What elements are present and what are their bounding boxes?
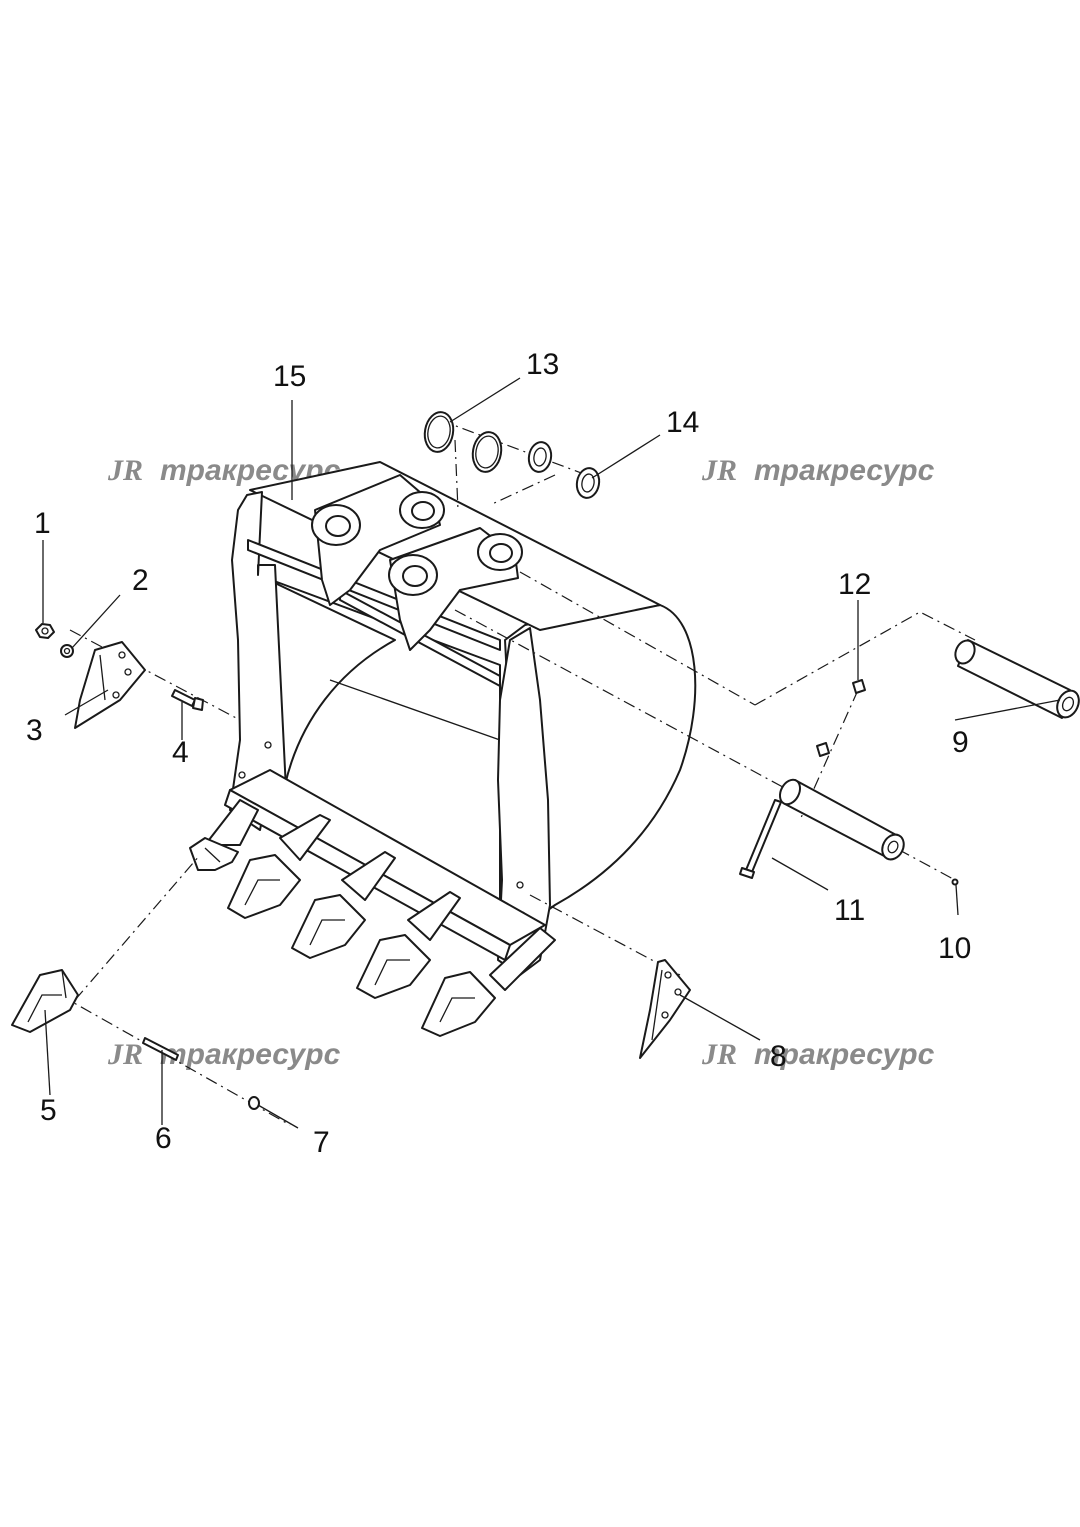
callout-8: 8	[770, 1040, 787, 1073]
part-3-side-cutter	[74, 641, 146, 729]
part-12-grease-nipple	[816, 679, 866, 757]
callout-5: 5	[40, 1094, 57, 1127]
callout-6: 6	[155, 1122, 172, 1155]
part-6-pin	[142, 1037, 179, 1061]
callout-13: 13	[526, 348, 559, 381]
watermark-text: тракресурс	[160, 1038, 341, 1071]
callout-4: 4	[172, 736, 189, 769]
callout-7: 7	[313, 1126, 330, 1159]
part-13-o-ring	[423, 411, 503, 473]
side-plate-hole	[238, 771, 246, 779]
callout-15: 15	[273, 360, 306, 393]
side-cutter-left-mounted	[204, 799, 259, 846]
bucket-right-side-plate	[497, 627, 551, 976]
part-2-washer	[60, 644, 74, 658]
callout-10: 10	[938, 932, 971, 965]
callout-2: 2	[132, 564, 149, 597]
watermark-logo: JR	[107, 454, 143, 487]
part-14-shim	[527, 441, 601, 499]
watermark-logo: JR	[107, 1038, 143, 1071]
part-11-pin	[739, 778, 905, 879]
callout-1: 1	[34, 507, 51, 540]
watermark-bottom-right: JR тракресурс	[701, 1038, 935, 1071]
watermark-logo: JR	[701, 454, 737, 487]
watermark-text: тракресурс	[754, 1038, 935, 1071]
part-8-side-cutter	[639, 959, 691, 1059]
callout-3: 3	[26, 714, 43, 747]
bucket-body	[189, 461, 697, 1037]
callout-12: 12	[838, 568, 871, 601]
part-1-nut	[35, 623, 55, 639]
mounted-tooth-1	[189, 837, 239, 871]
side-plate-hole	[264, 741, 272, 749]
callout-14: 14	[666, 406, 699, 439]
part-5-tooth	[11, 969, 79, 1033]
bucket-inner-seam	[329, 679, 501, 741]
mounted-tooth-4	[356, 891, 461, 999]
part-9-pin	[954, 639, 1080, 719]
mounted-tooth-5	[421, 971, 496, 1037]
callout-11: 11	[834, 894, 865, 927]
callout-9: 9	[952, 726, 969, 759]
hinge-bracket-rear	[311, 474, 445, 606]
callout-labels: 1 2 3 4 5 6 7 8 9 10 11 12 13 14 15	[26, 348, 971, 1159]
watermark-text: тракресурс	[754, 454, 935, 487]
hinge-bracket-front	[388, 527, 523, 651]
watermark-top-right: JR тракресурс	[701, 454, 935, 487]
mounted-tooth-3	[291, 851, 396, 959]
part-7-retainer	[248, 1096, 260, 1110]
part-4-bolt	[171, 689, 204, 711]
part-10-spring-pin	[951, 878, 959, 886]
side-plate-hole	[516, 881, 524, 889]
watermark-logo: JR	[701, 1038, 737, 1071]
leader-lines	[42, 377, 1061, 1129]
side-cutter-right-mounted	[489, 927, 556, 991]
mounted-tooth-2	[227, 814, 331, 919]
watermark-bottom-left: JR тракресурс	[107, 1038, 341, 1071]
